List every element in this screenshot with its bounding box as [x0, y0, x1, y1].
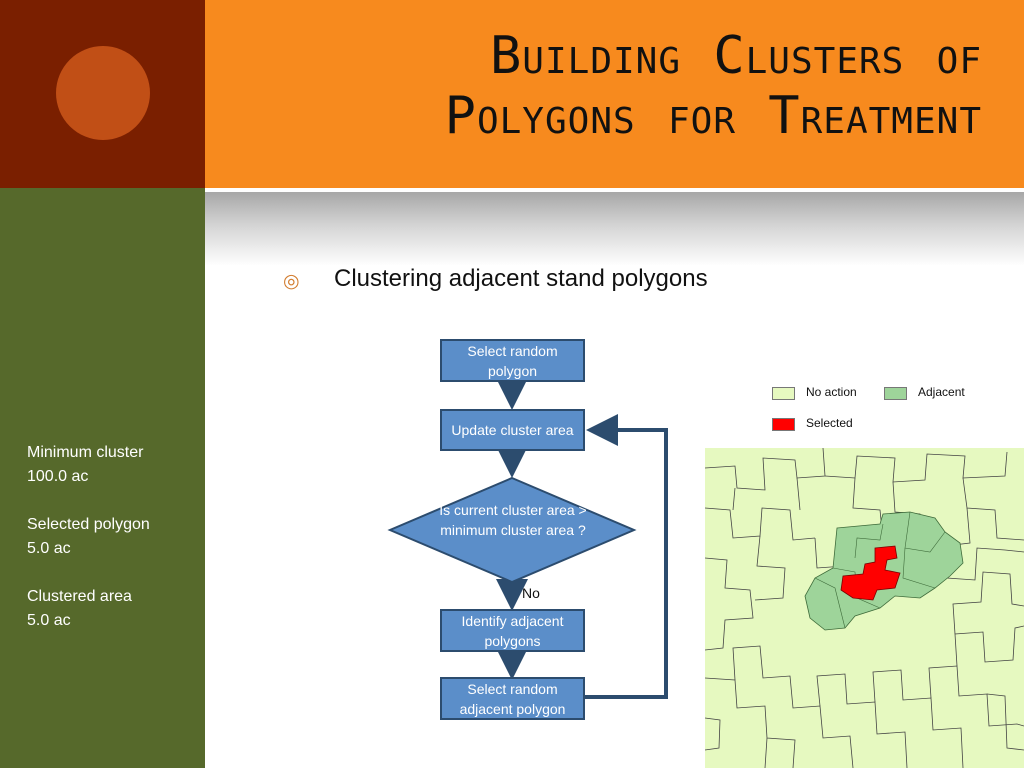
legend-adjacent: Adjacent: [918, 385, 965, 399]
clustered-area-label: Clustered area: [27, 588, 132, 605]
step-identify-adjacent: Identify adjacent polygons: [440, 609, 585, 652]
selected-polygon-label: Selected polygon: [27, 516, 150, 533]
slide-title: Building Clusters of Polygons for Treatm…: [222, 26, 982, 146]
decision-text: Is current cluster area > minimum cluste…: [439, 502, 587, 538]
decision-diamond: [387, 476, 637, 584]
legend-selected: Selected: [806, 416, 853, 430]
legend-no-action: No action: [806, 385, 857, 399]
selected-cluster: [840, 545, 901, 601]
polygon-boundaries: [705, 448, 1024, 768]
divider: [205, 188, 1024, 192]
title-line-2: Polygons for Treatment: [444, 86, 982, 146]
no-label: No: [522, 585, 540, 601]
step-update-cluster-area: Update cluster area: [440, 409, 585, 451]
selected-polygon-value: 5.0 ac: [27, 540, 71, 557]
decorative-circle: [56, 46, 150, 140]
legend-no-action-swatch: [772, 387, 795, 400]
bullet-text: Clustering adjacent stand polygons: [334, 265, 708, 292]
cluster-stats: Minimum cluster 100.0 ac Selected polygo…: [27, 441, 150, 633]
title-line-1: Building Clusters of: [489, 26, 982, 86]
side-panel: [0, 188, 205, 768]
stand-polygon-map: [705, 448, 1024, 768]
title-bar: [205, 0, 1024, 188]
step-select-adjacent: Select random adjacent polygon: [440, 677, 585, 720]
legend-adjacent-swatch: [884, 387, 907, 400]
min-cluster-value: 100.0 ac: [27, 468, 89, 485]
loop-arrow: [585, 414, 668, 699]
clustered-area-value: 5.0 ac: [27, 612, 71, 629]
gradient-band: [205, 192, 1024, 266]
step-select-random-polygon: Select random polygon: [440, 339, 585, 382]
bullet-icon: ◎: [283, 270, 300, 292]
legend-selected-swatch: [772, 418, 795, 431]
min-cluster-label: Minimum cluster: [27, 444, 144, 461]
